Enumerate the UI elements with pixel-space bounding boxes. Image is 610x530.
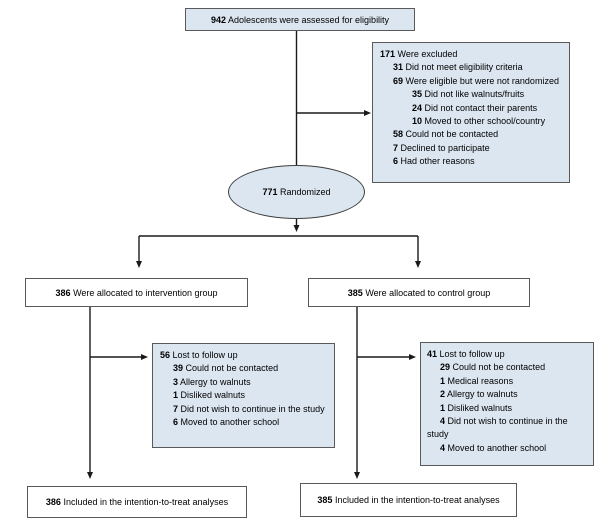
reason-text: Allergy to walnuts	[447, 389, 518, 400]
itt-intervention-label: 386 Included in the intention-to-treat a…	[46, 497, 228, 507]
reason-text: Could not be contacted	[405, 129, 499, 140]
reason-count: 10	[412, 116, 423, 127]
allocated-control-label: 385 Were allocated to control group	[348, 288, 490, 298]
reason-text: Did not wish to continue in the study	[427, 416, 568, 440]
reason-count: 6	[173, 417, 179, 428]
itt-intervention-count: 386	[45, 497, 61, 507]
exclusion-reason-row: 58 Could not be contacted	[380, 128, 566, 141]
ltfu-control-reason-row: 41 Lost to follow up	[427, 348, 591, 361]
reason-text: Were excluded	[397, 49, 458, 59]
ltfu-control-reason-row: 4 Moved to another school	[427, 442, 591, 455]
reason-text: Did not wish to continue in the study	[180, 403, 325, 414]
ltfu-intervention-reason-row: 56 Lost to follow up	[160, 349, 331, 362]
node-itt-intervention: 386 Included in the intention-to-treat a…	[27, 486, 247, 518]
assessed-text: Adolescents were assessed for eligibilit…	[227, 14, 390, 25]
reason-count: 6	[393, 156, 399, 167]
ltfu-intervention-reason-row: 39 Could not be contacted	[160, 362, 331, 375]
randomized-count: 771	[262, 187, 278, 197]
node-randomized: 771 Randomized	[228, 165, 365, 219]
reason-text: Did not like walnuts/fruits	[424, 89, 525, 100]
reason-text: Could not be contacted	[185, 363, 279, 374]
reason-text: Medical reasons	[447, 375, 514, 386]
reason-text: Did not meet eligibility criteria	[405, 62, 523, 73]
reason-count: 7	[393, 142, 399, 153]
allocated-control-text: Were allocated to control group	[365, 287, 491, 298]
node-excluded: 171 Were excluded 31 Did not meet eligib…	[372, 42, 570, 183]
reason-text: Were eligible but were not randomized	[405, 75, 559, 86]
reason-count: 2	[440, 389, 446, 400]
node-assessed-label: 942 Adolescents were assessed for eligib…	[211, 15, 389, 25]
exclusion-reason-row: 35 Did not like walnuts/fruits	[380, 88, 566, 101]
ltfu-control-reason-row: 2 Allergy to walnuts	[427, 388, 591, 401]
reason-text: Did not contact their parents	[424, 102, 538, 113]
itt-control-label: 385 Included in the intention-to-treat a…	[317, 495, 499, 505]
reason-count: 4	[440, 442, 446, 453]
reason-text: Had other reasons	[400, 156, 475, 167]
reason-count: 4	[440, 416, 446, 427]
reason-count: 3	[173, 376, 179, 387]
reason-count: 1	[440, 375, 446, 386]
reason-count: 1	[440, 402, 446, 413]
ltfu-control-reason-row: 29 Could not be contacted	[427, 361, 591, 374]
reason-count: 39	[173, 363, 184, 374]
exclusion-reason-row: 6 Had other reasons	[380, 155, 566, 168]
allocated-intervention-label: 386 Were allocated to intervention group	[56, 288, 218, 298]
reason-text: Disliked walnuts	[180, 390, 246, 401]
allocated-intervention-count: 386	[55, 287, 71, 298]
reason-text: Moved to another school	[447, 442, 547, 453]
exclusion-reason-row: 24 Did not contact their parents	[380, 102, 566, 115]
reason-count: 35	[412, 89, 423, 100]
ltfu-intervention-reason-row: 1 Disliked walnuts	[160, 389, 331, 402]
exclusion-reason-row: 69 Were eligible but were not randomized	[380, 75, 566, 88]
itt-control-text: Included in the intention-to-treat analy…	[334, 495, 500, 505]
ltfu-control-reason-row: 4 Did not wish to continue in the study	[427, 415, 591, 442]
reason-text: Could not be contacted	[452, 362, 546, 373]
reason-count: 31	[393, 62, 404, 73]
ltfu-control-reason-row: 1 Medical reasons	[427, 375, 591, 388]
node-randomized-label: 771 Randomized	[262, 187, 330, 197]
reason-text: Moved to another school	[180, 417, 280, 428]
node-lost-followup-control: 41 Lost to follow up 29 Could not be con…	[420, 342, 594, 466]
reason-text: Lost to follow up	[172, 350, 238, 360]
allocated-control-count: 385	[347, 287, 363, 298]
reason-text: Moved to other school/country	[424, 116, 546, 127]
node-assessed-eligibility: 942 Adolescents were assessed for eligib…	[185, 8, 415, 31]
reason-count: 24	[412, 102, 423, 113]
exclusion-reason-row: 31 Did not meet eligibility criteria	[380, 61, 566, 74]
node-allocated-intervention: 386 Were allocated to intervention group	[25, 278, 248, 307]
ltfu-control-reason-row: 1 Disliked walnuts	[427, 402, 591, 415]
exclusion-reason-row: 10 Moved to other school/country	[380, 115, 566, 128]
allocated-intervention-text: Were allocated to intervention group	[73, 287, 218, 298]
ltfu-intervention-reason-row: 7 Did not wish to continue in the study	[160, 403, 331, 416]
reason-text: Declined to participate	[400, 142, 490, 153]
exclusion-reason-row: 7 Declined to participate	[380, 142, 566, 155]
reason-count: 1	[173, 390, 179, 401]
reason-text: Allergy to walnuts	[180, 376, 251, 387]
randomized-text: Randomized	[280, 187, 331, 197]
node-allocated-control: 385 Were allocated to control group	[308, 278, 530, 307]
itt-intervention-text: Included in the intention-to-treat analy…	[63, 497, 229, 507]
reason-count: 7	[173, 403, 179, 414]
reason-count: 56	[160, 350, 171, 360]
ltfu-intervention-reason-row: 6 Moved to another school	[160, 416, 331, 429]
assessed-count: 942	[210, 14, 226, 25]
reason-count: 171	[380, 49, 396, 59]
reason-count: 29	[440, 362, 451, 373]
exclusion-reason-row: 171 Were excluded	[380, 48, 566, 61]
reason-count: 41	[427, 349, 438, 359]
itt-control-count: 385	[317, 495, 333, 505]
node-itt-control: 385 Included in the intention-to-treat a…	[300, 483, 517, 517]
reason-count: 58	[393, 129, 404, 140]
ltfu-intervention-reason-row: 3 Allergy to walnuts	[160, 376, 331, 389]
reason-text: Lost to follow up	[439, 349, 505, 359]
reason-count: 69	[393, 75, 404, 86]
node-lost-followup-intervention: 56 Lost to follow up 39 Could not be con…	[152, 343, 335, 448]
reason-text: Disliked walnuts	[447, 402, 513, 413]
